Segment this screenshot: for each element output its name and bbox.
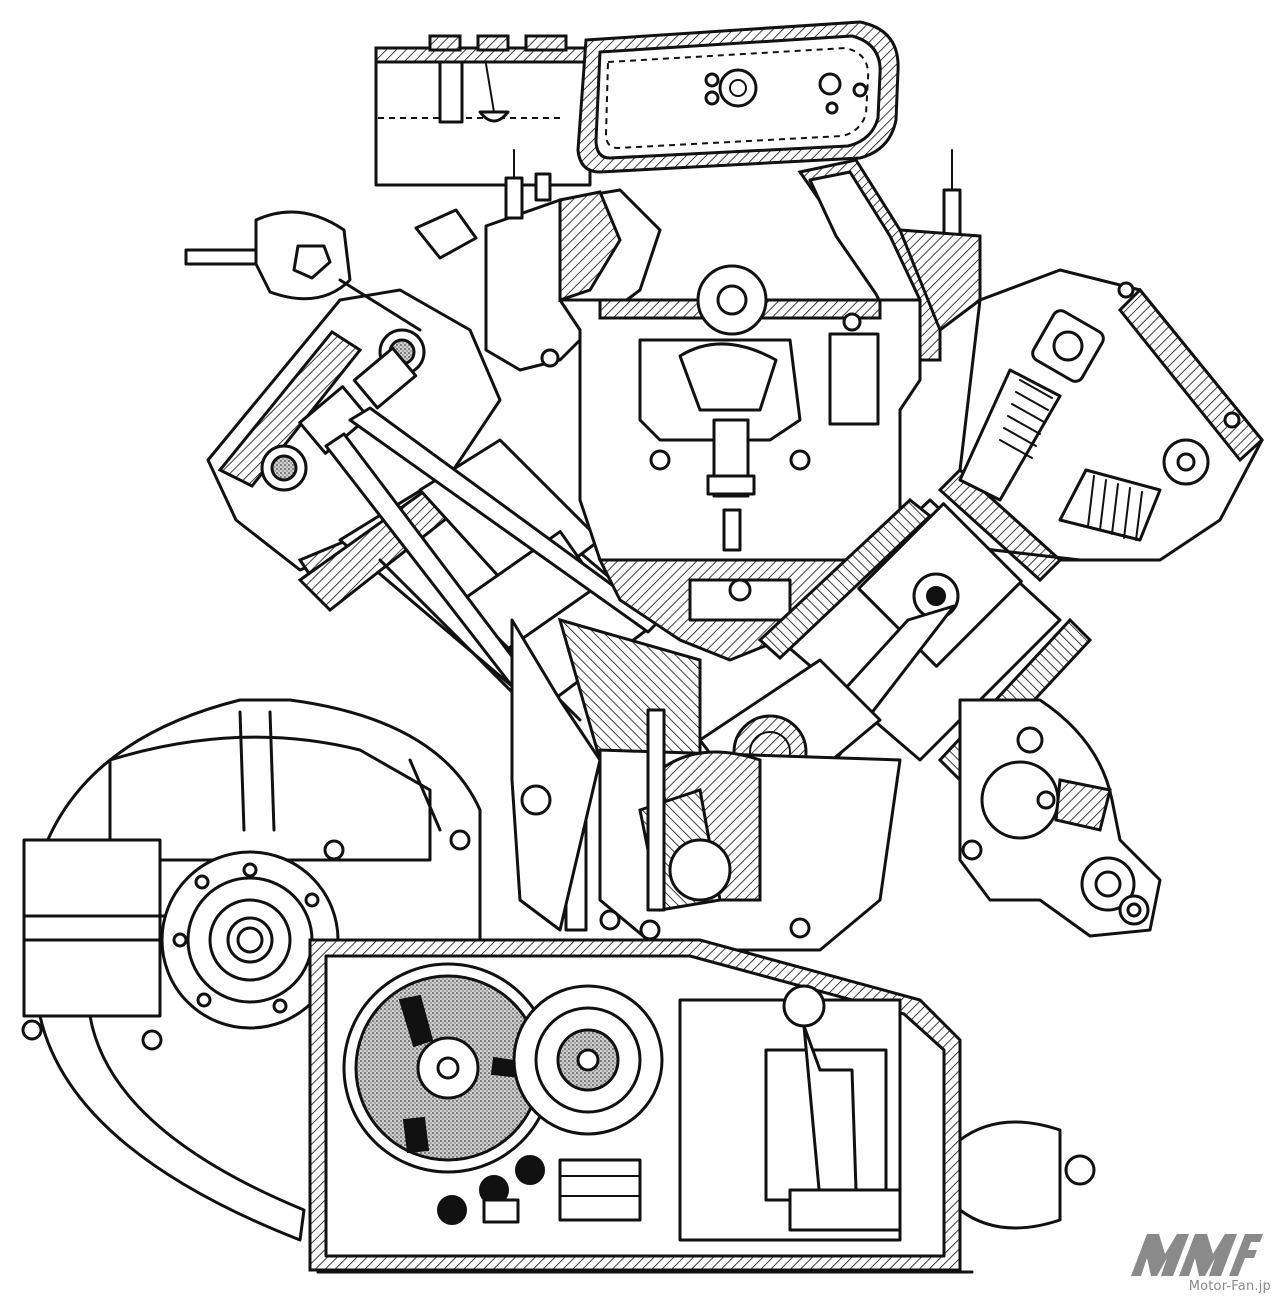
- cylinder-block-left-lower: [510, 618, 602, 932]
- watermark-caption: Motor-Fan.jp: [1188, 1279, 1271, 1294]
- intake-manifold: [374, 34, 592, 187]
- oil-pump: [678, 984, 1096, 1242]
- motor-fan-logo: [1131, 1234, 1263, 1276]
- timing-gears: [342, 962, 664, 1174]
- right-valve-springs: [958, 368, 1162, 562]
- left-exhaust-stub: [184, 210, 422, 332]
- clutch-disc: [21, 829, 471, 1051]
- air-cleaner-housing: [576, 20, 900, 174]
- crankcase-centre-valley: [540, 264, 922, 562]
- flywheel-housing: [22, 698, 482, 1242]
- oil-gallery-plugs: [437, 1155, 642, 1225]
- right-cylinder-head: [937, 268, 1265, 583]
- right-auxiliary-drive: [958, 698, 1162, 938]
